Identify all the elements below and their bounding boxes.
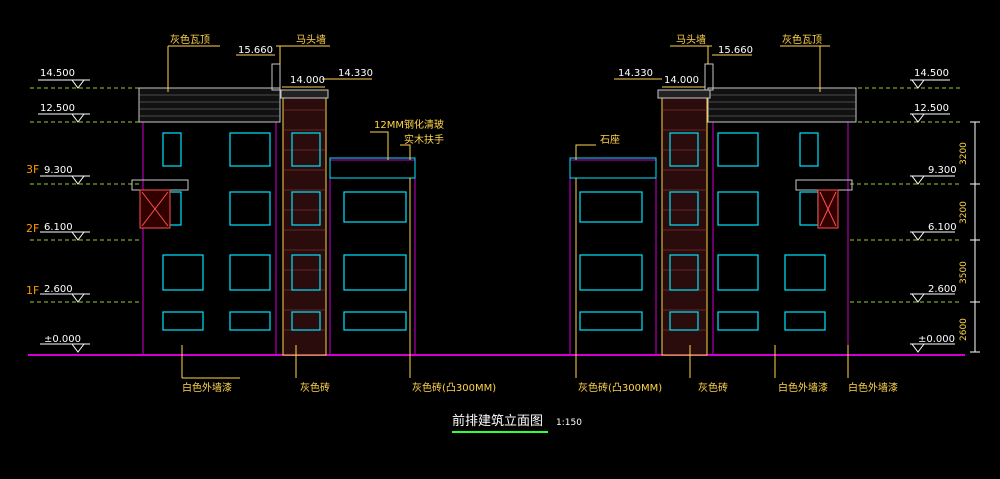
level-lines-left — [30, 87, 140, 303]
dim-3200-mid: 3200 — [959, 201, 969, 224]
label-glass-rail: 12MM钢化清玻 — [374, 118, 444, 131]
roof-level-right-ridge: 15.660 — [718, 45, 753, 56]
right-side-block — [569, 159, 657, 356]
roof-level-left-parapet2: 14.330 — [338, 68, 373, 79]
label-horse-head-wall-left: 马头墙 — [296, 33, 326, 46]
drawing-title: 前排建筑立面图 — [452, 413, 543, 429]
roof-level-right-parapet2: 14.330 — [618, 68, 653, 79]
level-left-3: 9.300 — [44, 165, 73, 176]
label-white-paint-right1: 白色外墙漆 — [778, 381, 828, 394]
roof-level-left-parapet: 14.000 — [290, 75, 325, 86]
level-left-2: 12.500 — [40, 103, 75, 114]
level-markers-right — [910, 79, 955, 353]
level-right-2: 12.500 — [914, 103, 949, 114]
dim-3200-top: 3200 — [959, 142, 969, 165]
label-gray-brick-left: 灰色砖 — [300, 381, 330, 394]
level-left-4: 6.100 — [44, 222, 73, 233]
dim-3500: 3500 — [959, 261, 969, 284]
level-markers-left — [38, 79, 90, 353]
leader-lines — [167, 45, 849, 379]
label-stone-base: 石座 — [600, 133, 620, 146]
floor-tag-2f: 2F — [26, 222, 39, 235]
label-white-paint-right2: 白色外墙漆 — [848, 381, 898, 394]
label-gray-brick-right: 灰色砖 — [698, 381, 728, 394]
dimension-line — [970, 121, 980, 353]
roof-level-left-ridge: 15.660 — [238, 45, 273, 56]
right-building — [569, 63, 857, 356]
label-gray-brick-protrude-left: 灰色砖(凸300MM) — [412, 381, 496, 394]
label-wood-handrail: 实木扶手 — [404, 133, 444, 146]
label-gray-tile-roof-right: 灰色瓦顶 — [782, 33, 822, 46]
level-left-6: ±0.000 — [44, 334, 81, 345]
level-left-1: 14.500 — [40, 68, 75, 79]
drawing-scale: 1:150 — [556, 418, 582, 428]
floor-tag-1f: 1F — [26, 284, 39, 297]
label-horse-head-wall-right: 马头墙 — [676, 33, 706, 46]
level-right-5: 2.600 — [928, 284, 957, 295]
label-gray-tile-roof-left: 灰色瓦顶 — [170, 33, 210, 46]
level-lines-right — [850, 87, 960, 303]
dim-2600: 2600 — [959, 318, 969, 341]
label-white-paint-left: 白色外墙漆 — [182, 381, 232, 394]
roof-level-right-parapet: 14.000 — [664, 75, 699, 86]
level-right-3: 9.300 — [928, 165, 957, 176]
level-left-5: 2.600 — [44, 284, 73, 295]
right-roof — [707, 87, 857, 123]
label-gray-brick-protrude-right: 灰色砖(凸300MM) — [578, 381, 662, 394]
left-roof — [138, 87, 281, 123]
level-right-1: 14.500 — [914, 68, 949, 79]
level-right-4: 6.100 — [928, 222, 957, 233]
left-side-block — [329, 159, 416, 356]
level-right-6: ±0.000 — [918, 334, 955, 345]
left-building — [131, 63, 416, 356]
floor-tag-3f: 3F — [26, 163, 39, 176]
